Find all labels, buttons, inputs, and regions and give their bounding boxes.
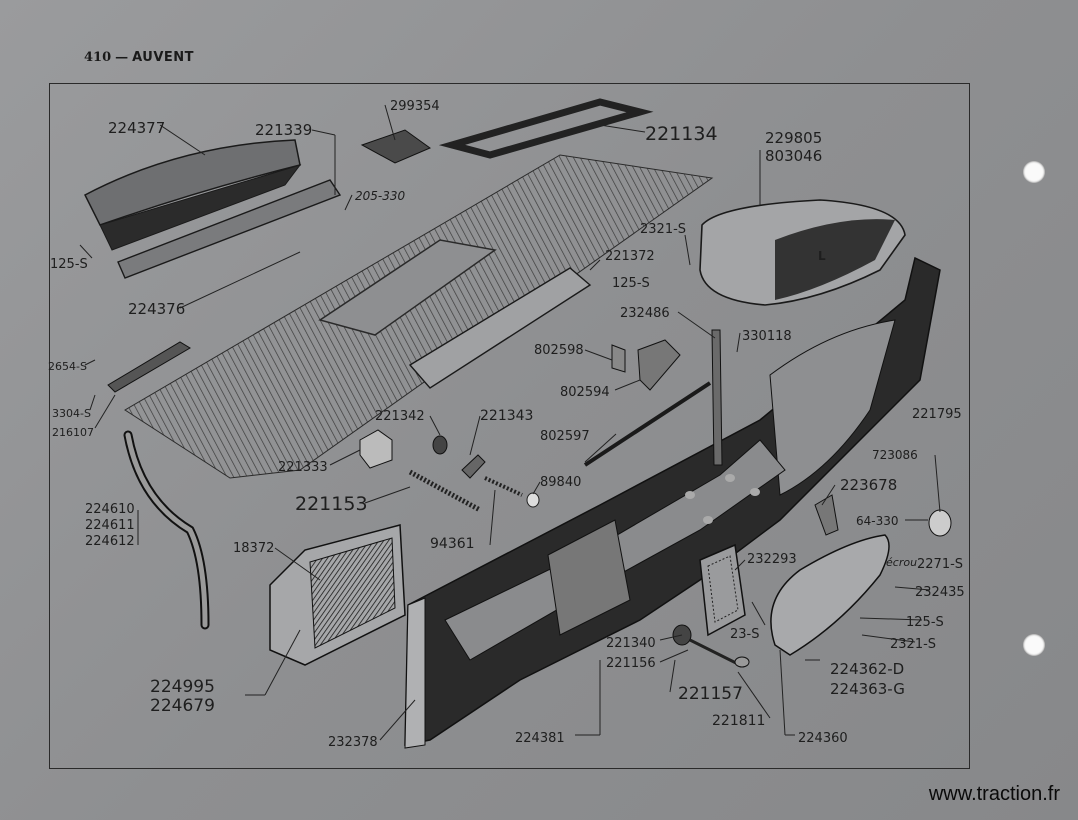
part-label-723086: 723086 [872,448,918,462]
tube-224610 [123,430,210,630]
strip-216107 [107,341,191,393]
punch-hole-bottom [1023,634,1045,656]
part-label-224362-d: 224362-D [830,660,904,678]
hinge-strip [117,179,342,279]
part-label-2321-s-b: 2321-S [890,637,936,652]
part-label-221339: 221339 [255,121,312,139]
plate-232293 [699,543,746,637]
box-224995 [269,524,406,666]
washer-89840 [526,492,540,508]
part-label-224363-g: 224363-G [830,680,905,698]
bracket-223678 [814,494,839,536]
block-221333 [359,429,393,469]
nut-221342 [432,435,448,455]
page-title: AUVENT [132,50,195,65]
part-label-224376: 224376 [128,300,185,318]
part-label-229805: 229805 [765,129,822,147]
part-label-224360: 224360 [798,731,848,746]
part-label-223678: 223678 [840,476,897,494]
part-label-232486: 232486 [620,306,670,321]
part-label-232293: 232293 [747,552,797,567]
diagram-frame [49,83,970,769]
tube-224610-inner [125,432,208,628]
screw-94361 [484,476,523,497]
plate-232293-inner [707,555,739,623]
part-label-224610: 224610 [85,502,135,517]
part-label-221372: 221372 [605,249,655,264]
post-232486 [711,329,723,466]
vent-frame-221134 [438,98,654,159]
part-label-64-330: 64-330 [856,514,899,528]
part-label-221153: 221153 [295,493,368,515]
part-label-224679: 224679 [150,696,215,716]
part-label-2321-s-a: 2321-S [640,222,686,237]
part-label-205-330: 205-330 [355,189,406,203]
part-label-125-s-b: 125-S [612,276,650,291]
part-label-224377: 224377 [108,119,165,137]
vent-hood [699,199,906,306]
bracket-802598 [611,344,626,373]
header-separator: — [115,50,129,65]
part-label-221157: 221157 [678,684,743,704]
part-label-94361: 94361 [430,536,475,552]
side-cowl-panel [404,256,941,746]
knob-723086 [928,509,952,537]
part-label-221333: 221333 [278,460,328,475]
part-label-803046: 803046 [765,147,822,165]
page-header: 410—AUVENT [84,50,194,65]
part-label-2654-s: 2654-S [48,360,87,373]
part-label-221342: 221342 [375,409,425,424]
part-label-802598: 802598 [534,343,584,358]
part-label-23-s: 23-S [730,627,760,642]
punch-hole-top [1023,161,1045,183]
part-label-802594: 802594 [560,385,610,400]
watermark-url: www.traction.fr [928,783,1060,805]
bracket-221343 [461,454,486,479]
part-label-224611: 224611 [85,518,135,533]
part-label-89840: 89840 [540,475,581,490]
part-label-221811: 221811 [712,713,765,729]
part-label-221340: 221340 [606,636,656,651]
part-label-299354: 299354 [390,99,440,114]
part-label-224612: 224612 [85,534,135,549]
part-label-224995: 224995 [150,677,215,697]
rod-802597 [583,381,712,467]
part-label-224381: 224381 [515,731,565,746]
part-label-232435: 232435 [915,585,965,600]
part-label-221156: 221156 [606,656,656,671]
part-label-221343: 221343 [480,408,533,424]
part-label-330118: 330118 [742,329,792,344]
part-number-labels: 224377 221339 299354 221134 229805 80304… [48,99,965,750]
page-number: 410 [84,50,112,65]
hood-letter-l: L [818,249,826,263]
glovebox-lid [84,139,302,251]
part-label-216107: 216107 [52,426,94,439]
leader-lines [79,104,941,741]
strip-232378 [404,597,426,749]
lid-224360 [770,534,890,656]
part-label-221134: 221134 [645,123,718,145]
part-label-221795: 221795 [912,407,962,422]
part-label-125-s-c: 125-S [906,615,944,630]
threaded-rod-221153 [408,469,482,513]
part-label-2271-s: 2271-S [917,557,963,572]
part-label-ecrou: écrou [886,556,917,569]
gutter-221372 [408,267,592,389]
part-label-802597: 802597 [540,429,590,444]
bracket-299354 [360,129,432,164]
bracket-802594 [637,339,681,391]
part-label-232378: 232378 [328,735,378,750]
part-label-3304-s: 3304-S [52,407,91,420]
part-label-18372: 18372 [233,541,274,556]
part-label-125-s-a: 125-S [50,257,88,272]
